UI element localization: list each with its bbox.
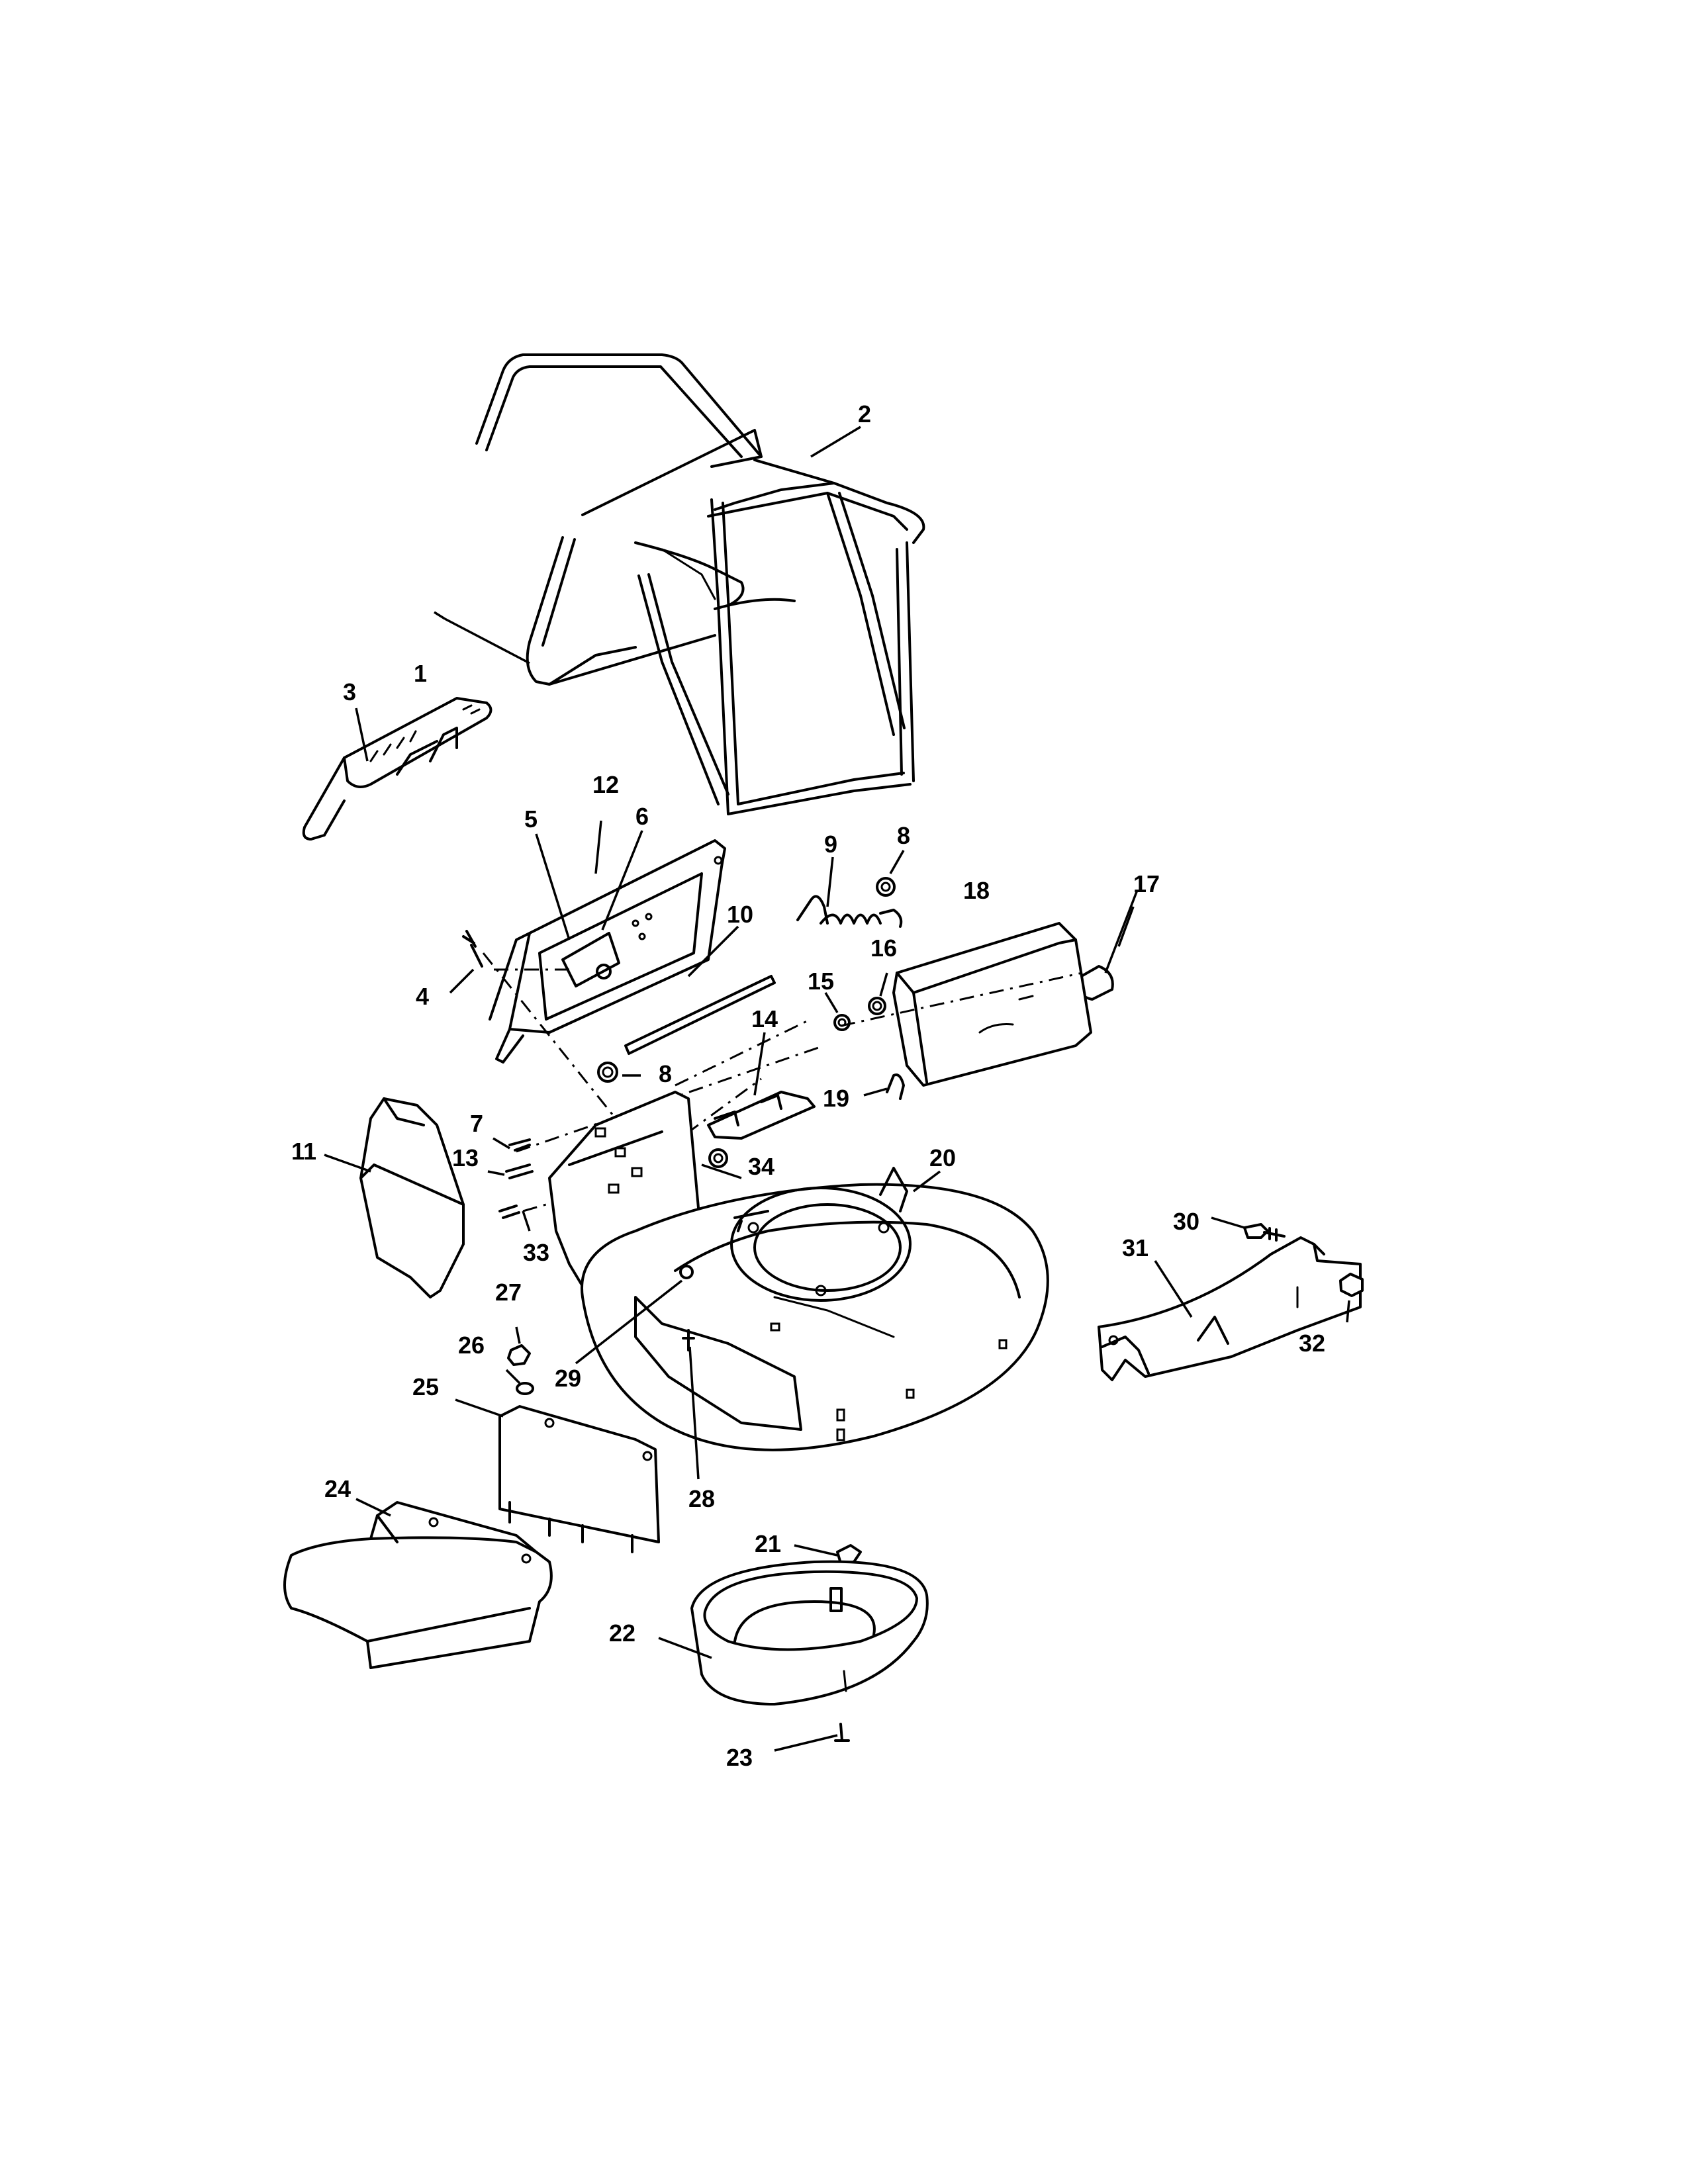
callout-32: 32 <box>1299 1330 1325 1357</box>
leader-lines <box>324 426 1350 1752</box>
callout-27: 27 <box>495 1279 522 1306</box>
callout-18: 18 <box>963 877 990 904</box>
callout-6: 6 <box>635 803 649 830</box>
callout-labels: 1 2 3 4 5 6 7 8 8 9 10 11 12 13 14 15 16… <box>291 400 1325 1771</box>
part-31-rear-skirt <box>1098 1236 1362 1381</box>
screw-parts <box>462 930 534 1219</box>
callout-21: 21 <box>755 1530 781 1557</box>
part-11-side-flap <box>359 1097 465 1298</box>
callout-33: 33 <box>523 1239 549 1266</box>
callout-11: 11 <box>291 1138 316 1165</box>
callout-3: 3 <box>343 678 356 705</box>
callout-4: 4 <box>416 983 429 1010</box>
callout-2: 2 <box>858 400 871 428</box>
callout-34: 34 <box>748 1153 774 1180</box>
part-30-bolt <box>1243 1223 1286 1242</box>
part-10-rod <box>624 975 776 1055</box>
part-23-screw <box>834 1723 850 1742</box>
callout-1: 1 <box>414 660 427 687</box>
callout-10: 10 <box>727 901 753 928</box>
deck-hardware <box>507 1265 695 1395</box>
callout-5: 5 <box>524 805 538 833</box>
callout-30: 30 <box>1173 1208 1199 1235</box>
part-14-latch <box>707 1091 816 1140</box>
callout-14: 14 <box>751 1005 778 1032</box>
callout-8b: 8 <box>659 1060 672 1087</box>
part-9-spring <box>796 895 903 928</box>
part-19-clip <box>886 1073 905 1100</box>
part-32-nut <box>1339 1273 1364 1297</box>
callout-31: 31 <box>1122 1234 1149 1261</box>
part-24-discharge-chute <box>283 1501 553 1669</box>
callout-9: 9 <box>824 831 837 858</box>
callout-29: 29 <box>555 1365 581 1392</box>
part-18-cover <box>892 922 1092 1087</box>
callout-25: 25 <box>412 1373 439 1400</box>
part-22-cup <box>690 1560 929 1706</box>
part-3-bracket <box>302 697 492 841</box>
callout-26: 26 <box>458 1332 485 1359</box>
callout-13: 13 <box>452 1144 479 1171</box>
callout-7: 7 <box>470 1110 483 1137</box>
callout-20: 20 <box>929 1144 956 1171</box>
callout-12: 12 <box>592 771 619 798</box>
callout-23: 23 <box>726 1744 753 1771</box>
part-20-deck-housing <box>548 1091 1049 1451</box>
callout-15: 15 <box>808 968 834 995</box>
callout-16: 16 <box>870 934 897 962</box>
part-6-door-plate <box>489 839 726 1064</box>
callout-22: 22 <box>609 1619 635 1647</box>
part-2-catcher-frame <box>475 353 925 815</box>
callout-24: 24 <box>324 1475 351 1502</box>
part-1-pin <box>434 611 530 664</box>
callout-28: 28 <box>688 1485 715 1512</box>
callout-19: 19 <box>823 1085 849 1112</box>
part-25-rear-flap <box>498 1405 660 1553</box>
callout-17: 17 <box>1133 870 1160 897</box>
callout-8a: 8 <box>897 822 910 849</box>
